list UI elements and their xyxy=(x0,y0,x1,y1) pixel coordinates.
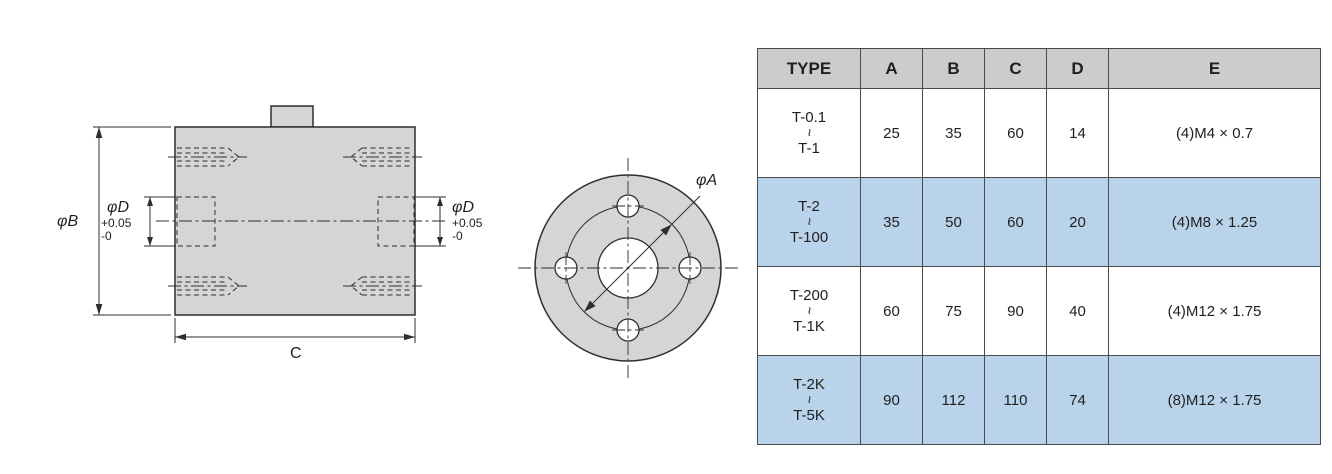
cell-a: 35 xyxy=(860,177,923,267)
phi-d-left-tol-minus: -0 xyxy=(101,229,112,243)
side-view: φB φD +0.05 -0 φD +0.05 xyxy=(57,105,483,362)
cell-type-range: T-2 ~ T-100 xyxy=(757,177,861,267)
type-range-from: T-2 xyxy=(798,197,820,215)
col-header-b: B xyxy=(922,48,985,89)
table-row: T-0.1 ~ T-1 25 35 60 14 (4)M4 × 0.7 xyxy=(757,88,1321,178)
cell-d: 20 xyxy=(1046,177,1109,267)
phi-d-right-tol-plus: +0.05 xyxy=(452,216,483,230)
cell-e: (8)M12 × 1.75 xyxy=(1108,355,1321,445)
cell-type-range: T-2K ~ T-5K xyxy=(757,355,861,445)
cell-d: 74 xyxy=(1046,355,1109,445)
cell-d: 14 xyxy=(1046,88,1109,178)
phi-a-label: φA xyxy=(696,172,717,189)
cell-d: 40 xyxy=(1046,266,1109,356)
hidden-bore-right xyxy=(377,196,415,247)
phi-d-left-label: φD xyxy=(107,199,129,216)
col-header-d: D xyxy=(1046,48,1109,89)
tapped-hole-top-right xyxy=(343,147,422,167)
type-range-separator: ~ xyxy=(801,395,818,405)
cell-e: (4)M8 × 1.25 xyxy=(1108,177,1321,267)
cell-type-range: T-200 ~ T-1K xyxy=(757,266,861,356)
cell-a: 90 xyxy=(860,355,923,445)
type-range-from: T-2K xyxy=(793,375,825,393)
table-row: T-2 ~ T-100 35 50 60 20 (4)M8 × 1.25 xyxy=(757,177,1321,267)
type-range-to: T-1 xyxy=(798,139,820,157)
cell-a: 60 xyxy=(860,266,923,356)
c-label: C xyxy=(290,345,302,362)
dimension-drawing: φB φD +0.05 -0 φD +0.05 xyxy=(57,105,738,378)
phi-b-label: φB xyxy=(57,213,78,230)
phi-d-left-tol-plus: +0.05 xyxy=(101,216,132,230)
cell-b: 50 xyxy=(922,177,985,267)
type-range-from: T-200 xyxy=(789,286,829,304)
dimension-phi-a: φA xyxy=(583,172,717,313)
cell-e: (4)M4 × 0.7 xyxy=(1108,88,1321,178)
col-header-type: TYPE xyxy=(757,48,861,89)
cell-type-range: T-0.1 ~ T-1 xyxy=(757,88,861,178)
tapped-hole-bottom-right xyxy=(343,276,422,296)
cell-a: 25 xyxy=(860,88,923,178)
cell-c: 110 xyxy=(984,355,1047,445)
type-range-from: T-0.1 xyxy=(791,108,827,126)
tapped-hole-bottom-left xyxy=(168,276,247,296)
cell-b: 35 xyxy=(922,88,985,178)
cell-c: 60 xyxy=(984,177,1047,267)
dimension-c: C xyxy=(174,318,416,362)
col-header-e: E xyxy=(1108,48,1321,89)
hidden-bore-left xyxy=(176,196,216,247)
dimension-phi-d-right: φD +0.05 -0 xyxy=(414,196,483,247)
type-range-to: T-5K xyxy=(793,406,825,424)
table-row: T-200 ~ T-1K 60 75 90 40 (4)M12 × 1.75 xyxy=(757,266,1321,356)
type-range-separator: ~ xyxy=(801,306,818,316)
cell-b: 75 xyxy=(922,266,985,356)
col-header-a: A xyxy=(860,48,923,89)
top-boss xyxy=(270,105,314,128)
dimension-spec-table: TYPE A B C D E T-0.1 ~ T-1 25 35 60 14 (… xyxy=(757,48,1321,445)
table-row: T-2K ~ T-5K 90 112 110 74 (8)M12 × 1.75 xyxy=(757,355,1321,445)
type-range-to: T-1K xyxy=(793,317,825,335)
cell-c: 90 xyxy=(984,266,1047,356)
type-range-to: T-100 xyxy=(789,228,829,246)
tapped-hole-top-left xyxy=(168,147,247,167)
dimension-phi-b: φB xyxy=(57,126,171,316)
table-header-row: TYPE A B C D E xyxy=(757,48,1321,89)
col-header-c: C xyxy=(984,48,1047,89)
cell-c: 60 xyxy=(984,88,1047,178)
phi-d-right-label: φD xyxy=(452,199,474,216)
cell-e: (4)M12 × 1.75 xyxy=(1108,266,1321,356)
type-range-separator: ~ xyxy=(801,128,818,138)
phi-d-right-tol-minus: -0 xyxy=(452,229,463,243)
dimension-phi-d-left: φD +0.05 -0 xyxy=(101,196,176,247)
front-view: φA xyxy=(518,158,738,378)
cell-b: 112 xyxy=(922,355,985,445)
type-range-separator: ~ xyxy=(801,217,818,227)
